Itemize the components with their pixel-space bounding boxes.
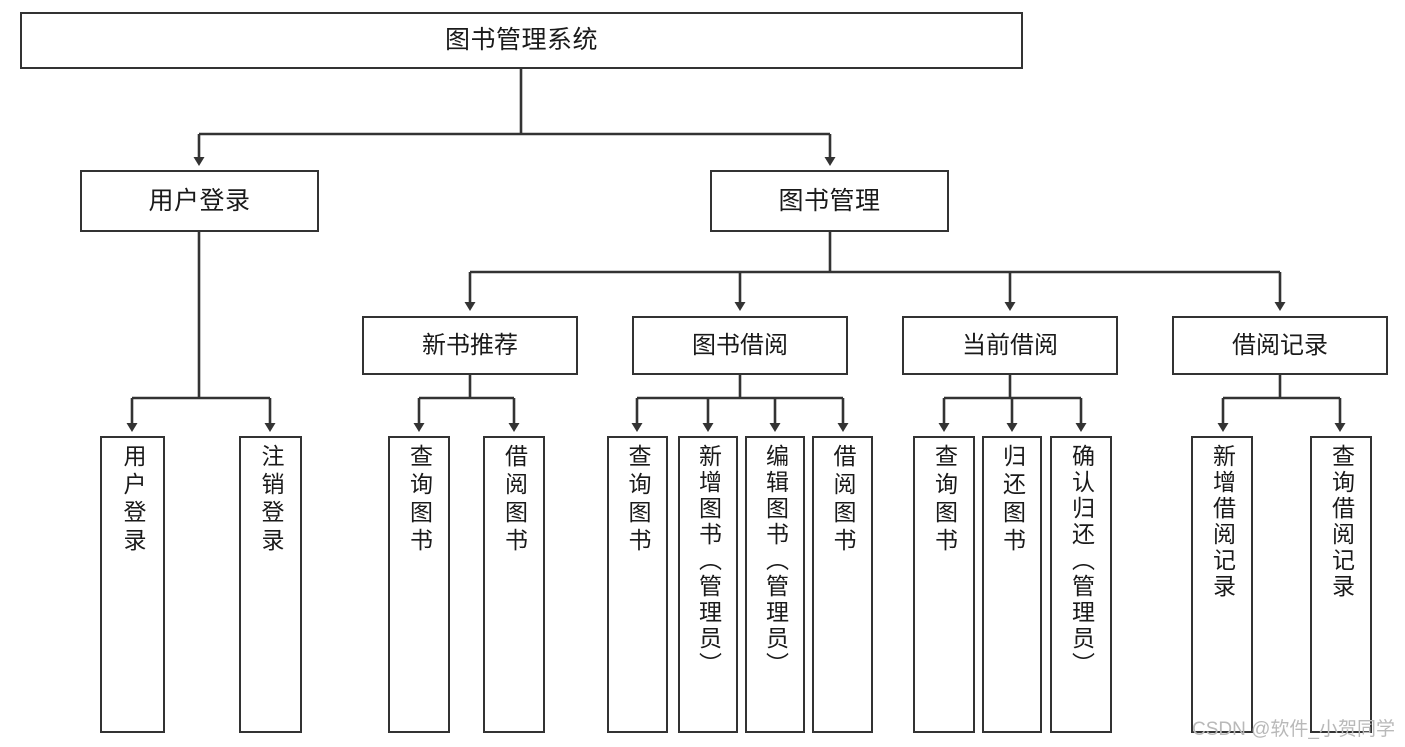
node-new-book-recommend[interactable]: 新书推荐	[362, 316, 578, 375]
node-leaf-query-book-1-label: 查询图书	[406, 444, 433, 556]
node-book-borrow[interactable]: 图书借阅	[632, 316, 848, 375]
node-leaf-query-book-2-label: 查询图书	[625, 444, 651, 556]
node-book-manage-label: 图书管理	[778, 186, 881, 215]
node-leaf-query-record[interactable]: 查询借阅记录	[1310, 436, 1372, 733]
node-leaf-logout-login[interactable]: 注销登录	[239, 436, 302, 733]
node-book-manage[interactable]: 图书管理	[710, 170, 949, 232]
node-leaf-borrow-book-2-label: 借阅图书	[830, 444, 856, 556]
watermark: CSDN @软件_小贺同学	[1192, 719, 1395, 740]
node-borrow-record[interactable]: 借阅记录	[1172, 316, 1388, 375]
node-leaf-confirm-return-label: 确认归还（管理员）	[1068, 444, 1095, 678]
node-leaf-borrow-book-1[interactable]: 借阅图书	[483, 436, 545, 733]
node-root-label: 图书管理系统	[444, 26, 598, 55]
node-borrow-record-label: 借阅记录	[1232, 331, 1328, 359]
node-leaf-user-login-label: 用户登录	[120, 444, 146, 556]
node-leaf-borrow-book-2[interactable]: 借阅图书	[812, 436, 873, 733]
node-leaf-add-record[interactable]: 新增借阅记录	[1191, 436, 1253, 733]
node-leaf-borrow-book-1-label: 借阅图书	[501, 444, 528, 556]
node-leaf-query-book-3[interactable]: 查询图书	[913, 436, 975, 733]
node-current-borrow[interactable]: 当前借阅	[902, 316, 1118, 375]
node-leaf-add-book[interactable]: 新增图书（管理员）	[678, 436, 738, 733]
node-leaf-return-book-label: 归还图书	[999, 444, 1026, 556]
node-book-borrow-label: 图书借阅	[692, 331, 788, 359]
node-user-login-label: 用户登录	[148, 186, 251, 215]
node-leaf-add-book-label: 新增图书（管理员）	[695, 444, 722, 678]
node-leaf-user-login[interactable]: 用户登录	[100, 436, 165, 733]
node-leaf-return-book[interactable]: 归还图书	[982, 436, 1042, 733]
node-leaf-query-book-1[interactable]: 查询图书	[388, 436, 450, 733]
node-current-borrow-label: 当前借阅	[962, 331, 1058, 359]
node-user-login[interactable]: 用户登录	[80, 170, 319, 232]
node-leaf-logout-login-label: 注销登录	[258, 444, 284, 556]
node-leaf-add-record-label: 新增借阅记录	[1209, 444, 1236, 600]
node-leaf-query-book-3-label: 查询图书	[931, 444, 958, 556]
node-leaf-confirm-return[interactable]: 确认归还（管理员）	[1050, 436, 1112, 733]
node-root[interactable]: 图书管理系统	[20, 12, 1023, 69]
node-leaf-edit-book[interactable]: 编辑图书（管理员）	[745, 436, 805, 733]
node-new-book-recommend-label: 新书推荐	[422, 331, 518, 359]
node-leaf-edit-book-label: 编辑图书（管理员）	[762, 444, 789, 678]
node-leaf-query-record-label: 查询借阅记录	[1328, 444, 1355, 600]
node-leaf-query-book-2[interactable]: 查询图书	[607, 436, 668, 733]
